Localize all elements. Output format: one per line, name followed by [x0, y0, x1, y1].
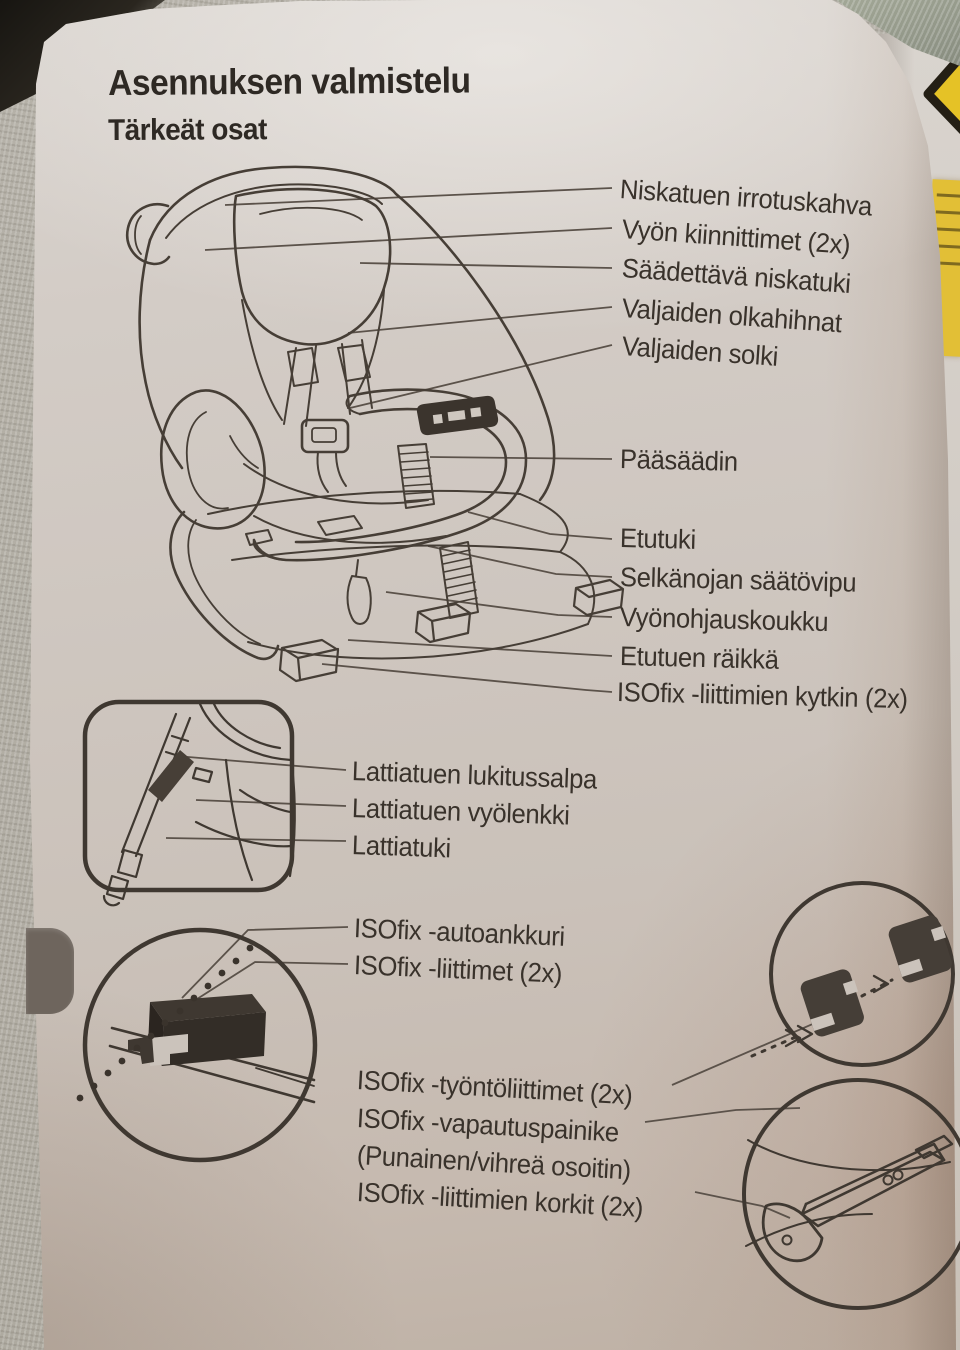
car-seat-illustration: [125, 165, 625, 683]
label-etutuki: Etutuki: [619, 523, 697, 555]
isofix-push-connectors-inset: [750, 881, 955, 1067]
warning-triangle-icon: [923, 50, 960, 134]
label-selkanojan-saatovipu: Selkänojan säätövipu: [619, 562, 857, 598]
label-paasaadin: Pääsäädin: [619, 444, 739, 477]
floor-support-inset: [82, 699, 296, 907]
isofix-connector-arm-inset: [742, 1078, 960, 1310]
isofix-rail-inset: [76, 927, 318, 1163]
page-edge-tab: [26, 928, 74, 1014]
label-vyonohjauskoukku: Vyönohjauskoukku: [619, 602, 829, 638]
leader-lines: [165, 187, 839, 1219]
dotted-guide-line: [76, 944, 254, 1102]
label-etutuen-raikka: Etutuen räikkä: [619, 641, 779, 675]
label-lattiatuki: Lattiatuki: [351, 830, 452, 864]
